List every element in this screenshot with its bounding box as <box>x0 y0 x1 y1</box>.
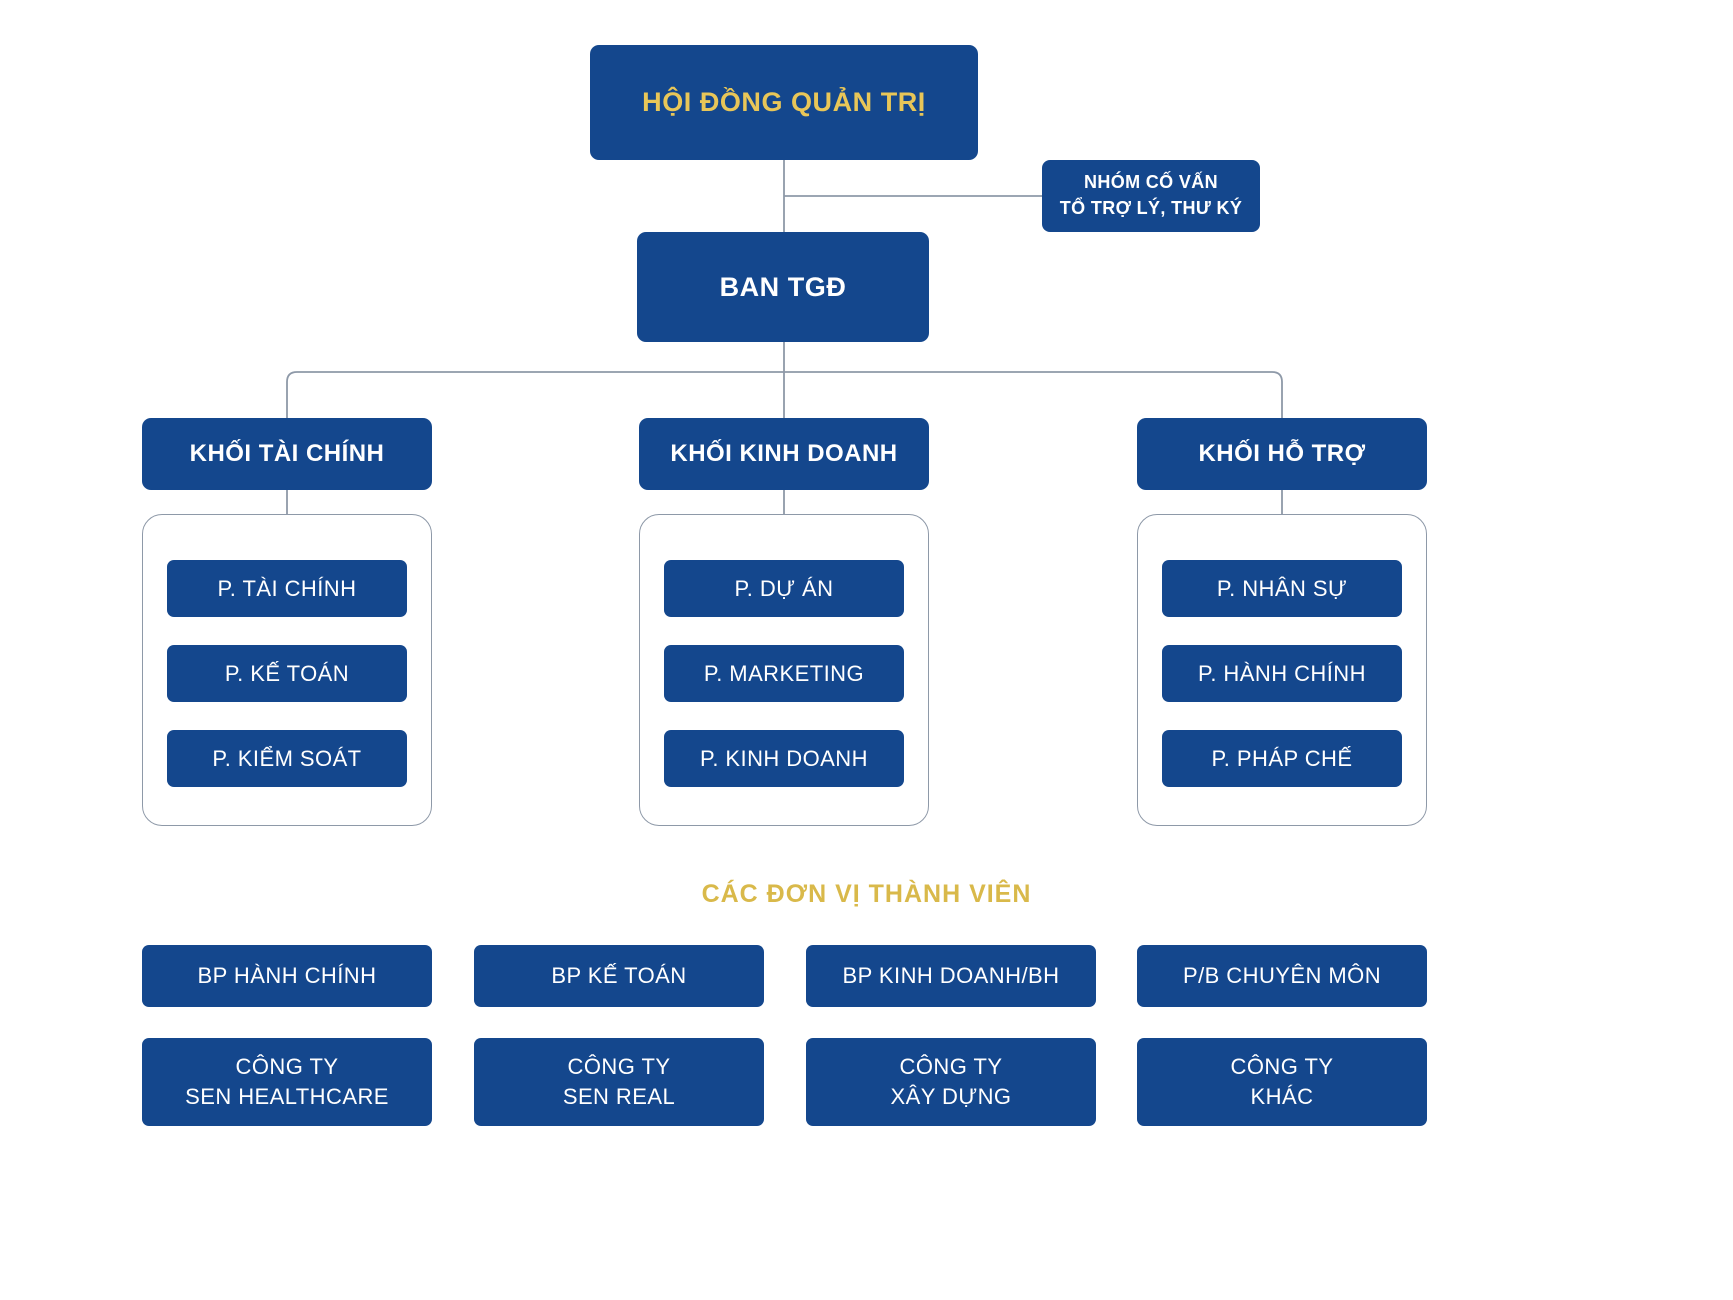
node-division-support[interactable]: KHỐI HỖ TRỢ <box>1137 418 1427 490</box>
node-member-unit-2[interactable]: BP KINH DOANH/BH <box>806 945 1096 1007</box>
node-dept-finance-2[interactable]: P. KIỂM SOÁT <box>167 730 407 787</box>
node-dept-support-1[interactable]: P. HÀNH CHÍNH <box>1162 645 1402 702</box>
node-company-0[interactable]: CÔNG TY SEN HEALTHCARE <box>142 1038 432 1126</box>
node-dept-business-2[interactable]: P. KINH DOANH <box>664 730 904 787</box>
node-company-1[interactable]: CÔNG TY SEN REAL <box>474 1038 764 1126</box>
node-dept-business-1[interactable]: P. MARKETING <box>664 645 904 702</box>
node-advisory-group[interactable]: NHÓM CỐ VẤN TỔ TRỢ LÝ, THƯ KÝ <box>1042 160 1260 232</box>
node-dept-finance-1[interactable]: P. KẾ TOÁN <box>167 645 407 702</box>
node-division-business[interactable]: KHỐI KINH DOANH <box>639 418 929 490</box>
node-board-of-directors[interactable]: HỘI ĐỒNG QUẢN TRỊ <box>590 45 978 160</box>
node-member-unit-1[interactable]: BP KẾ TOÁN <box>474 945 764 1007</box>
node-dept-support-0[interactable]: P. NHÂN SỰ <box>1162 560 1402 617</box>
node-dept-business-0[interactable]: P. DỰ ÁN <box>664 560 904 617</box>
node-division-finance[interactable]: KHỐI TÀI CHÍNH <box>142 418 432 490</box>
node-company-2[interactable]: CÔNG TY XÂY DỰNG <box>806 1038 1096 1126</box>
node-member-unit-0[interactable]: BP HÀNH CHÍNH <box>142 945 432 1007</box>
node-executive-board[interactable]: BAN TGĐ <box>637 232 929 342</box>
node-dept-finance-0[interactable]: P. TÀI CHÍNH <box>167 560 407 617</box>
node-company-3[interactable]: CÔNG TY KHÁC <box>1137 1038 1427 1126</box>
node-member-unit-3[interactable]: P/B CHUYÊN MÔN <box>1137 945 1427 1007</box>
connector-division-bus <box>286 371 1283 418</box>
node-dept-support-2[interactable]: P. PHÁP CHẾ <box>1162 730 1402 787</box>
member-units-title: CÁC ĐƠN VỊ THÀNH VIÊN <box>701 880 1032 908</box>
